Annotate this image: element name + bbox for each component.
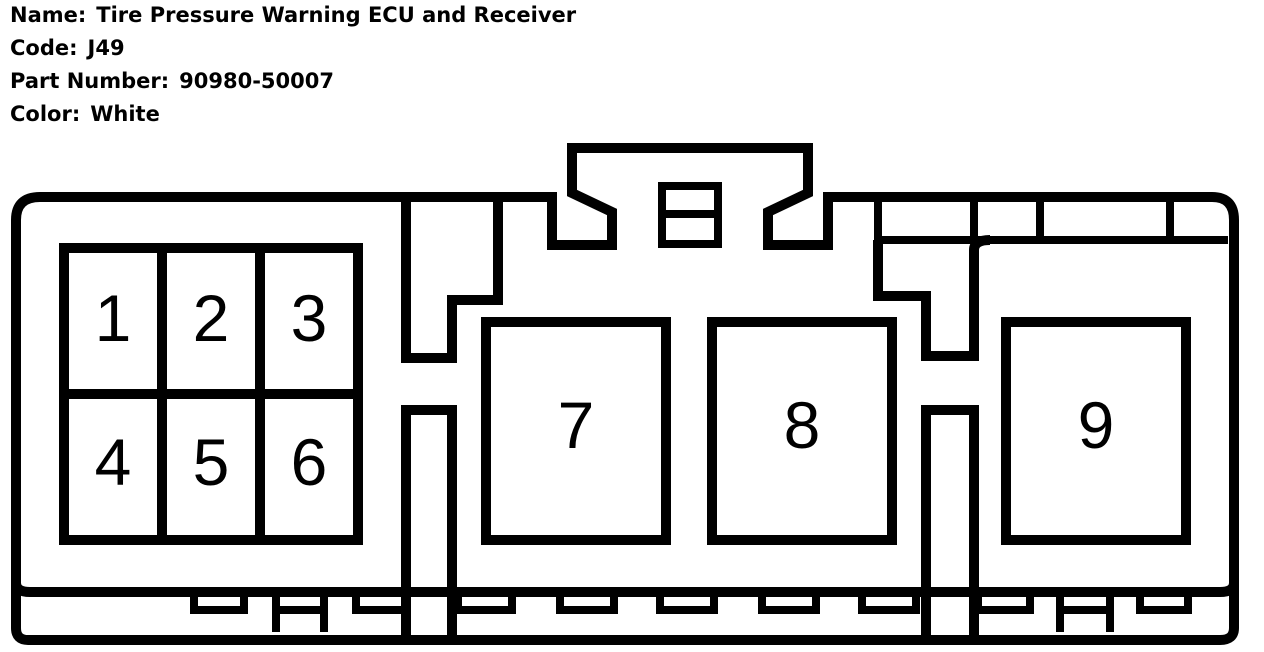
part-number-line: Part Number: 90980-50007 [10,68,334,94]
pin-4-label: 4 [95,425,132,499]
connector-name-line: Name: Tire Pressure Warning ECU and Recei… [10,2,576,28]
bottom-terminal-tabs [190,592,1192,632]
part-number-value: 90980-50007 [179,69,334,93]
color-label: Color: [10,102,81,126]
name-label: Name: [10,3,87,27]
cavity-8 [707,317,897,545]
pin-1-label: 1 [95,281,132,355]
pin-5-label: 5 [193,425,230,499]
top-right-slots [874,197,1228,244]
code-label: Code: [10,36,78,60]
connector-color-line: Color: White [10,101,160,127]
pin-2-label: 2 [193,281,230,355]
pin-6-label: 6 [291,425,328,499]
connector-code-line: Code: J49 [10,35,125,61]
connector-housing-outline [11,143,1239,645]
housing-inner-ledge [11,582,1239,597]
cavity-7 [481,317,671,545]
left-divider [401,197,503,635]
name-value: Tire Pressure Warning ECU and Receiver [96,3,577,27]
pin-8-label: 8 [784,388,821,462]
right-divider [873,235,991,635]
code-value: J49 [87,36,125,60]
cavity-9 [1001,317,1191,545]
pin-9-label: 9 [1078,388,1115,462]
part-number-label: Part Number: [10,69,170,93]
pin-3-label: 3 [291,281,328,355]
pin-7-label: 7 [558,388,595,462]
color-value: White [90,102,160,126]
